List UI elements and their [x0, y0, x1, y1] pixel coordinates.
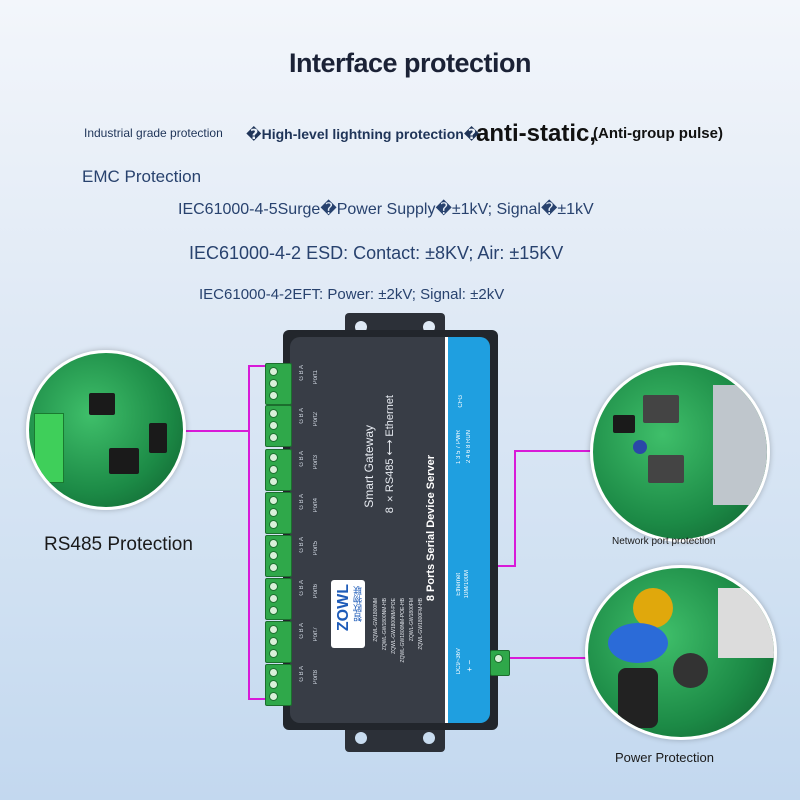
- terminal-block-port7: [265, 621, 292, 663]
- ethernet-speed: 10M/100M: [464, 570, 470, 599]
- port8-label: Port8: [313, 670, 319, 685]
- ethernet-label: Ethernet: [456, 573, 462, 596]
- emc-heading: EMC Protection: [82, 167, 202, 186]
- feature-antigroup: (Anti-group pulse): [593, 125, 723, 142]
- power-terminal: [490, 650, 510, 676]
- device-name: Smart Gateway: [362, 425, 376, 508]
- rs485-protection-label: RS485 Protection: [44, 534, 193, 555]
- port5-label: Port5: [313, 541, 319, 556]
- network-pcb-image: [590, 362, 770, 542]
- terminal-block-port3: [265, 449, 292, 491]
- terminal-block-port8: [265, 664, 292, 706]
- rs485-pcb-image: [26, 350, 186, 510]
- model-item: ZQWL-GW1800NM: [373, 598, 379, 642]
- terminal-block-port2: [265, 405, 292, 447]
- rs485-bracket-line: [248, 365, 250, 700]
- terminal-block-port6: [265, 578, 292, 620]
- port8-pins: G B A: [299, 666, 305, 682]
- emc-esd: IEC61000-4-2 ESD: Contact: ±8KV; Air: ±1…: [189, 243, 564, 263]
- model-item: ZQWL-GW1800FM: [409, 598, 415, 642]
- port6-pins: G B A: [299, 580, 305, 596]
- device-server-title: 8 Ports Serial Device Server: [425, 455, 437, 602]
- model-item: ZQWL-GW1800FM-HB: [418, 598, 424, 650]
- terminal-block-port1: [265, 363, 292, 405]
- emc-surge: IEC61000-4-5Surge�Power Supply�±1kV; Sig…: [178, 201, 594, 218]
- feature-antistatic: anti-static,: [476, 120, 597, 147]
- port5-pins: G B A: [299, 537, 305, 553]
- cfg-label: CFG: [458, 395, 464, 408]
- model-item: ZQWL-GW1800NM-POE-HB: [400, 598, 406, 663]
- power-pcb-image: [585, 565, 777, 740]
- port6-label: Port6: [313, 584, 319, 599]
- led-labels-bottom: 2 4 6 8 RUN: [466, 430, 472, 464]
- power-spec-label: DC9~36V: [456, 648, 462, 675]
- model-item: ZQWL-GW1800NM-POE: [391, 598, 397, 654]
- port2-label: Port2: [313, 412, 319, 427]
- port3-pins: G B A: [299, 451, 305, 467]
- device-body: [290, 337, 490, 723]
- power-polarity: + −: [465, 660, 474, 672]
- device-subtitle: 8 ×RS485 ⟷ Ethernet: [384, 395, 396, 514]
- network-protection-label: Network port protection: [612, 536, 716, 547]
- port4-pins: G B A: [299, 494, 305, 510]
- led-labels-top: 1 3 5 7 PWR: [456, 430, 462, 465]
- logo-cn-text: 智欧物联: [353, 586, 363, 622]
- terminal-block-port4: [265, 492, 292, 534]
- port3-label: Port3: [313, 455, 319, 470]
- network-line-v: [514, 450, 516, 567]
- power-line: [490, 657, 590, 659]
- zowl-logo: ZOWL 智欧物联: [331, 580, 365, 648]
- power-protection-label: Power Protection: [615, 750, 714, 765]
- port7-pins: G B A: [299, 623, 305, 639]
- feature-industrial: Industrial grade protection: [84, 126, 223, 140]
- feature-lightning: �High-level lightning protection�: [246, 126, 480, 142]
- model-item: ZQWL-GW1800NM-HB: [382, 598, 388, 651]
- port4-label: Port4: [313, 498, 319, 513]
- port7-label: Port7: [313, 627, 319, 642]
- page-title: Interface protection: [288, 48, 532, 78]
- port1-pins: G B A: [299, 365, 305, 381]
- terminal-block-port5: [265, 535, 292, 577]
- network-line-h: [490, 565, 515, 567]
- rs485-connector-line: [185, 430, 248, 432]
- network-line-top: [514, 450, 594, 452]
- emc-eft: IEC61000-4-2EFT: Power: ±2kV; Signal: ±2…: [199, 286, 505, 303]
- port2-pins: G B A: [299, 408, 305, 424]
- device-blue-strip: [445, 337, 490, 723]
- port1-label: Port1: [313, 370, 319, 385]
